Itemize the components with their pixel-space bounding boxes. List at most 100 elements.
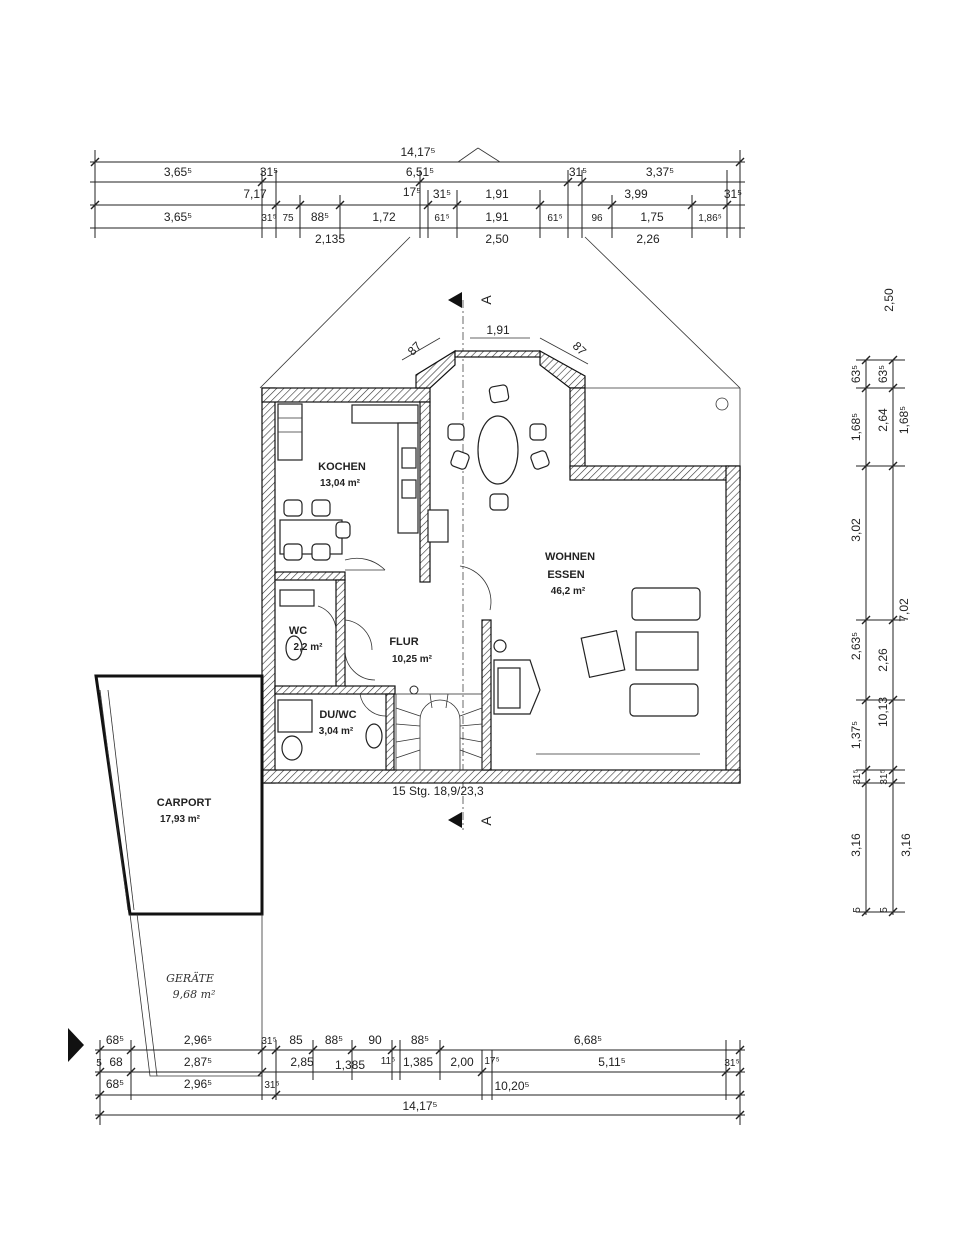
room-area-shed: 9,68 m² (173, 988, 216, 1001)
room-area-shower: 3,04 m² (319, 726, 354, 737)
dim-label: 68⁵ (106, 1033, 124, 1047)
room-name-hall: FLUR (389, 636, 418, 648)
dim-label: 2,96⁵ (184, 1077, 212, 1091)
kitchen-furniture (277, 403, 449, 561)
section-mark-top: A (478, 295, 494, 305)
room-name-dining: ESSEN (547, 569, 584, 581)
dim-label: 2,50 (882, 288, 896, 312)
dim-label: 3,02 (849, 518, 863, 542)
dim-label: 31⁵ (260, 165, 278, 179)
dim-label: 6,51⁵ (406, 165, 434, 179)
room-name-living: WOHNEN (545, 551, 595, 563)
dim-label: 68⁵ (106, 1077, 124, 1091)
top-dimension-chain: 14,17⁵ 3,65⁵ 31⁵ 6,51⁵ 31⁵ 3,37⁵ 7,17 17… (90, 145, 745, 246)
dim-label: 2,26 (636, 232, 660, 246)
dim-label: 96 (591, 213, 603, 224)
bottom-dimension-chain: 68⁵ 2,96⁵ 31⁵ 85 88⁵ 90 88⁵ 6,68⁵ 5 68 2… (68, 1028, 745, 1125)
dim-label: 31⁵ (569, 165, 587, 179)
dim-label: 17⁵ (484, 1056, 499, 1067)
dim-label: 2,87⁵ (184, 1055, 212, 1069)
stairs-label: 15 Stg. 18,9/23,3 (392, 784, 484, 798)
dim-label: 5 (879, 907, 890, 913)
dim-label: 3,65⁵ (164, 210, 192, 224)
dim-label: 1,385 (335, 1058, 365, 1072)
dim-label: 2,00 (450, 1055, 474, 1069)
carport: CARPORT 17,93 m² (94, 674, 264, 916)
dim-label: 10,13 (876, 697, 890, 727)
terrace-outline (585, 387, 741, 466)
dim-label: 31⁵ (724, 187, 742, 201)
house-walls (261, 349, 741, 784)
room-area-wc: 2,2 m² (294, 642, 324, 653)
right-dimension-chain: 2,50 63⁵ 1,68⁵ 3,02 2,63⁵ 1,37⁵ 31⁵ 3,16… (849, 288, 913, 917)
dim-label: 3,37⁵ (646, 165, 674, 179)
dim-label: 3,16 (849, 833, 863, 857)
dim-label: 1,72 (372, 210, 396, 224)
dim-label: 31⁵ (261, 1036, 276, 1047)
dim-label: 88⁵ (325, 1033, 343, 1047)
room-name-wc: WC (289, 625, 307, 637)
room-labels: KOCHEN 13,04 m² WOHNEN ESSEN 46,2 m² WC … (289, 461, 595, 737)
room-name-kitchen: KOCHEN (318, 461, 366, 473)
dim-label: 3,99 (624, 187, 648, 201)
dim-label: 68 (109, 1055, 123, 1069)
bay-dimensions: 1,91 87 87 (401, 323, 589, 365)
living-furniture (493, 587, 701, 755)
room-name-shower: DU/WC (319, 709, 356, 721)
staircase: 15 Stg. 18,9/23,3 (392, 685, 484, 798)
dim-label: 61⁵ (547, 213, 562, 224)
dim-label: 61⁵ (434, 213, 449, 224)
dim-label: 10,20⁵ (494, 1079, 529, 1093)
dim-label: 75 (282, 213, 294, 224)
north-arrow-icon (68, 1028, 84, 1062)
dim-label: 87 (405, 339, 425, 359)
dim-label: 1,91 (486, 323, 510, 337)
dim-label: 7,17 (243, 187, 267, 201)
dim-label: 5 (852, 907, 863, 913)
dim-label: 5,11⁵ (598, 1055, 625, 1069)
dim-label: 3,16 (899, 833, 913, 857)
dim-label: 63⁵ (849, 365, 863, 383)
dim-label: 1,75 (640, 210, 664, 224)
dim-label: 1,91 (485, 187, 509, 201)
dim-label: 3,65⁵ (164, 165, 192, 179)
dim-label: 1,68⁵ (849, 413, 863, 441)
room-name-carport: CARPORT (157, 797, 212, 809)
dim-label: 2,64 (876, 408, 890, 432)
dim-label: 31⁵ (852, 769, 863, 784)
dim-label: 2,85 (290, 1055, 314, 1069)
dim-label: 31⁵ (879, 769, 890, 784)
dim-label: 31⁵ (433, 187, 451, 201)
section-line-a: A A (448, 292, 494, 830)
dim-label: 31⁵ (264, 1080, 279, 1091)
room-name-shed: GERÄTE (166, 971, 214, 985)
dim-label: 85 (289, 1033, 303, 1047)
dim-label: 5 (96, 1058, 102, 1069)
dim-label: 11⁵ (381, 1056, 396, 1067)
roof-outline (259, 147, 741, 389)
dim-label: 6,68⁵ (574, 1033, 602, 1047)
room-area-kitchen: 13,04 m² (320, 478, 361, 489)
door-swings (317, 557, 492, 717)
dim-label: 2,96⁵ (184, 1033, 212, 1047)
room-area-living: 46,2 m² (551, 586, 586, 597)
dim-label: 2,26 (876, 648, 890, 672)
dim-label: 1,68⁵ (897, 406, 911, 434)
sanitary-fixtures (277, 589, 383, 761)
dim-label: 2,135 (315, 232, 345, 246)
dim-label: 88⁵ (411, 1033, 429, 1047)
dim-label: 2,50 (485, 232, 509, 246)
room-area-hall: 10,25 m² (392, 654, 433, 665)
dim-label: 1,385 (403, 1055, 433, 1069)
dim-label: 31⁵ (261, 213, 276, 224)
dim-label: 7,02 (897, 598, 911, 622)
bottom-overall-dimension: 14,17⁵ (402, 1099, 437, 1113)
tool-shed: GERÄTE 9,68 m² (129, 913, 263, 1077)
dim-label: 1,86⁵ (698, 213, 722, 224)
dim-label: 88⁵ (311, 210, 329, 224)
section-mark-bottom: A (478, 816, 494, 826)
room-area-carport: 17,93 m² (160, 814, 201, 825)
dim-label: 1,37⁵ (849, 721, 863, 749)
top-overall-dimension: 14,17⁵ (400, 145, 435, 159)
